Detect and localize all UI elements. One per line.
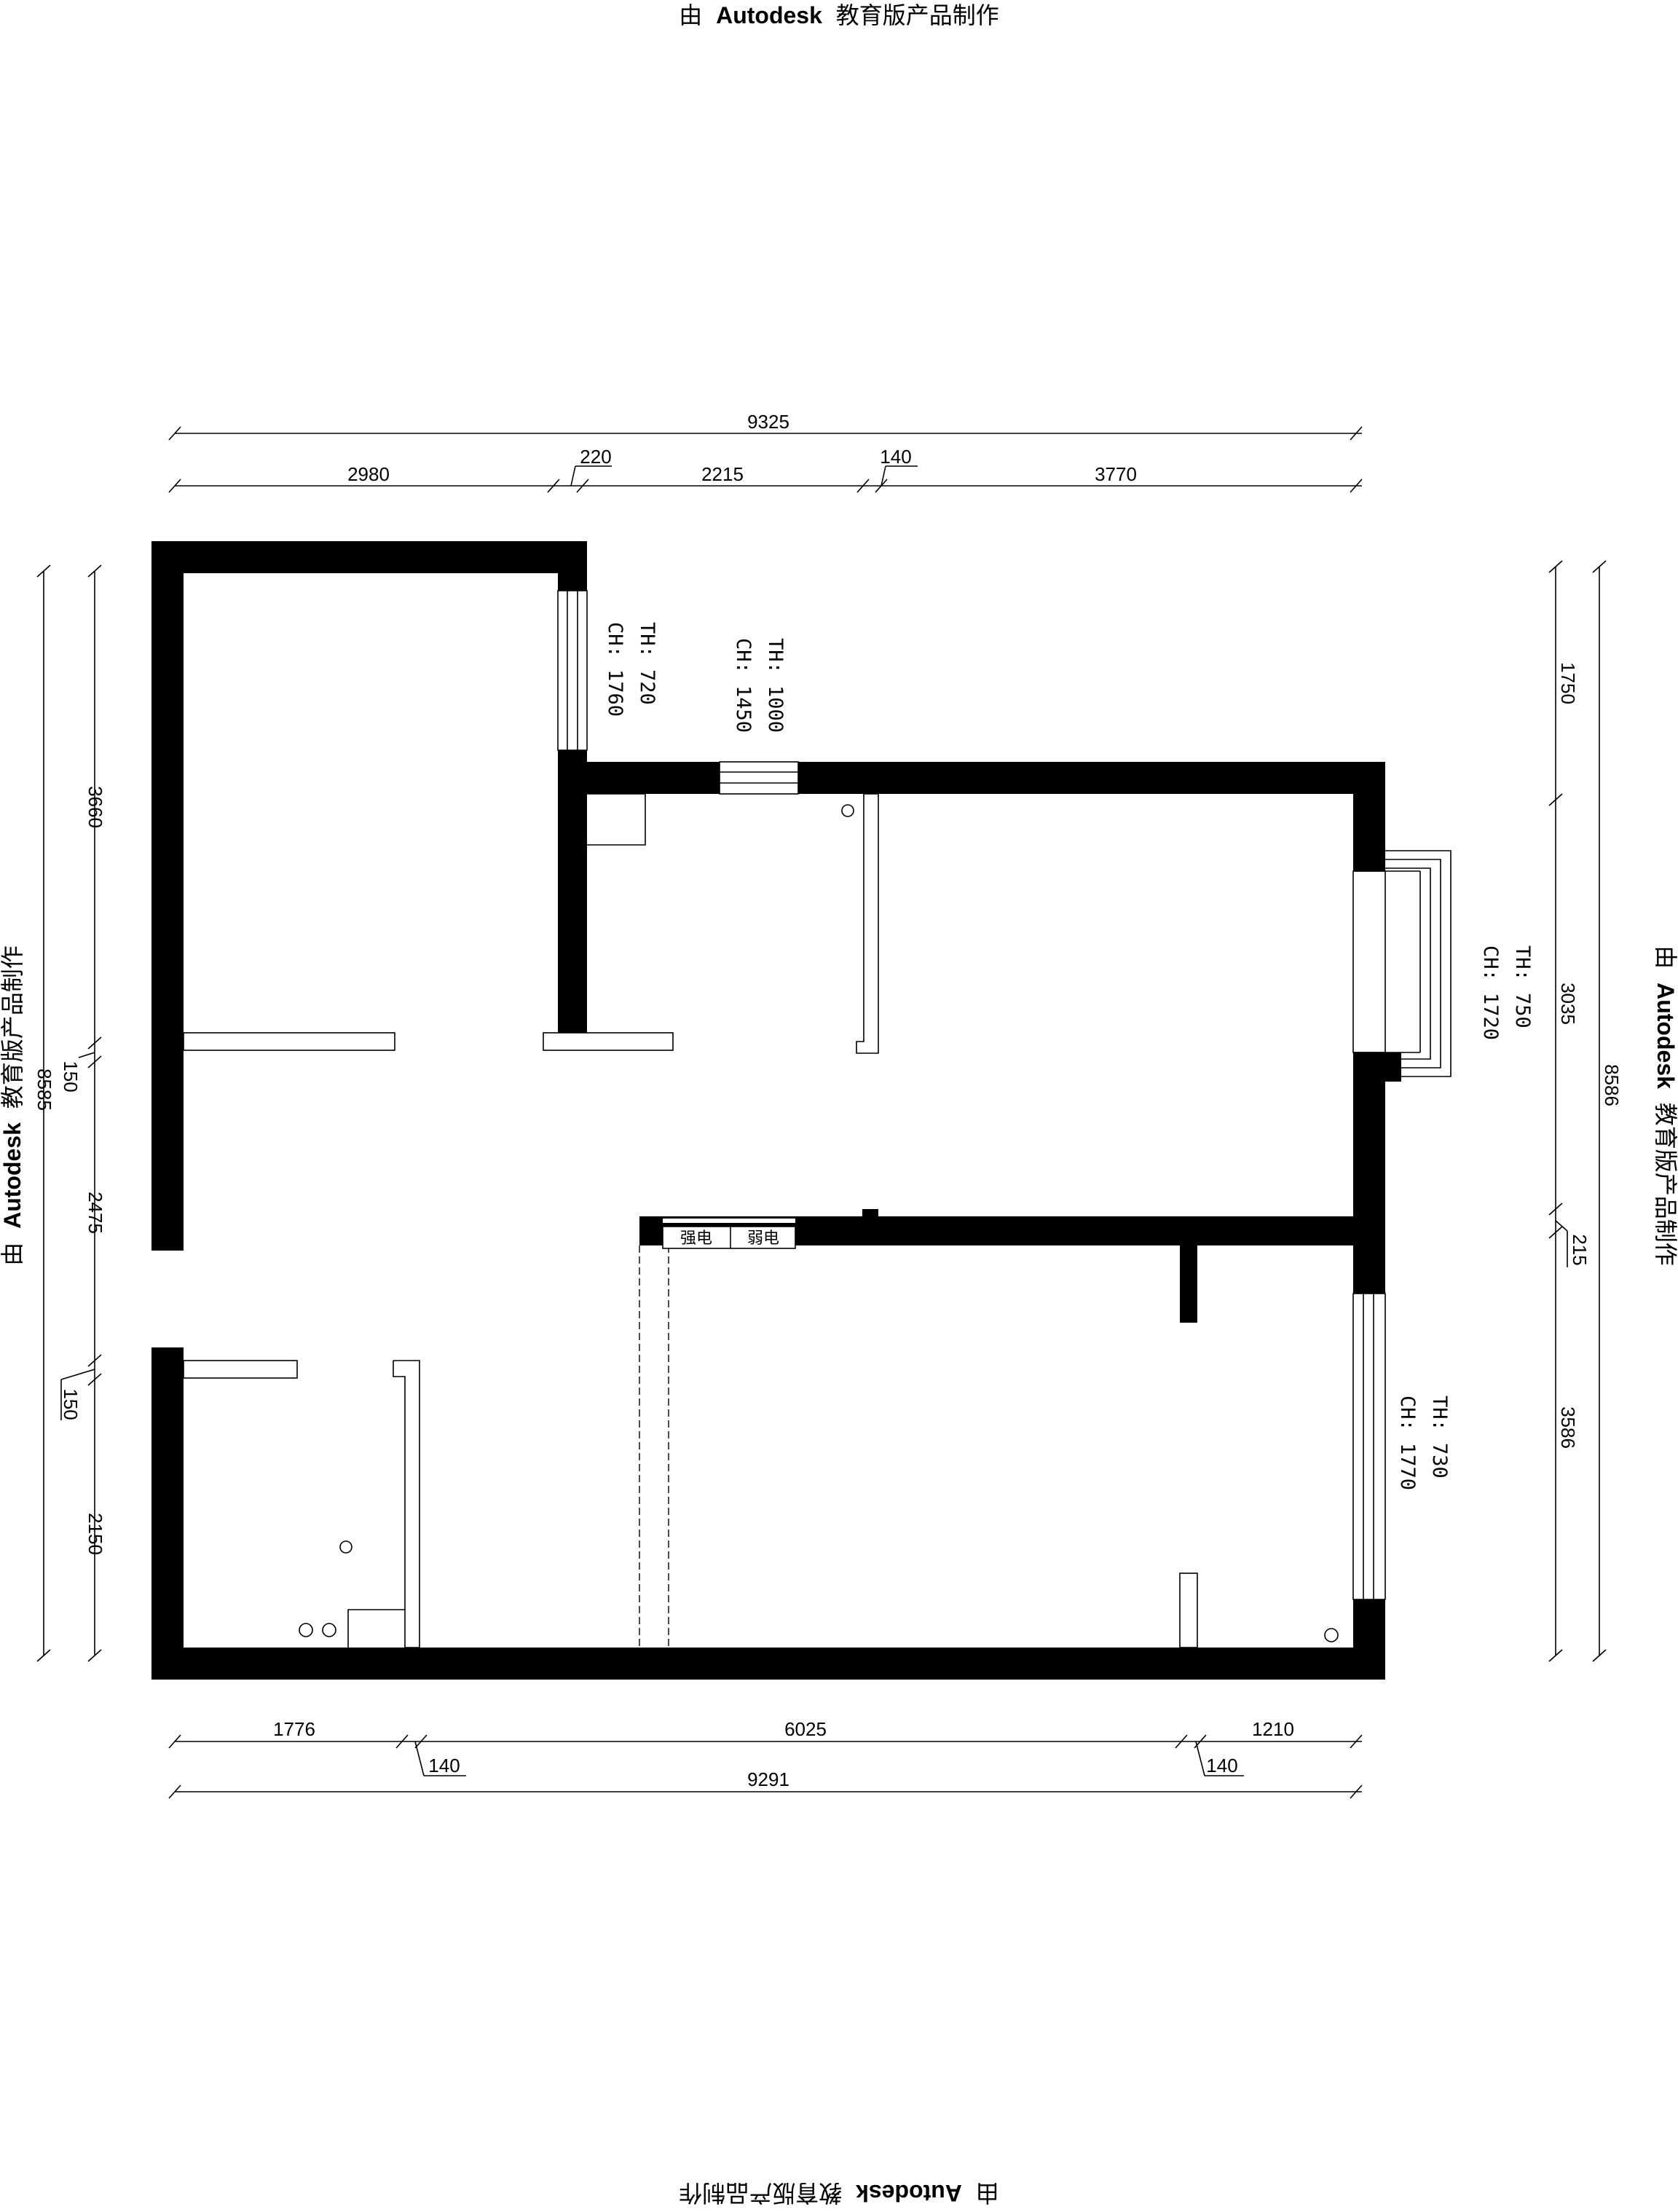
watermark-bottom: 由 Autodesk 教育版产品制作 <box>679 2180 999 2206</box>
dim-left-seg-3: 2475 <box>84 1192 106 1234</box>
svg-text:由 Autodesk 教育版产品制作: 由 Autodesk 教育版产品制作 <box>679 2180 999 2206</box>
walls <box>151 541 1401 1680</box>
dim-right-total: 8586 <box>1601 1064 1623 1106</box>
dim-top-seg-2: 220 <box>580 446 611 468</box>
dimension-right: 1750 3035 215 3586 8586 <box>1548 560 1623 1662</box>
watermark-right: 由 Autodesk 教育版产品制作 <box>1653 945 1678 1266</box>
dim-right-seg-4: 3586 <box>1557 1406 1579 1449</box>
watermark-left: 由 Autodesk 教育版产品制作 <box>0 945 25 1266</box>
svg-text:TH: 750: TH: 750 <box>1511 945 1534 1028</box>
dimension-top: 9325 2980 220 2215 140 3770 <box>168 411 1363 493</box>
dim-top-seg-4: 140 <box>880 446 911 468</box>
svg-text:CH: 1720: CH: 1720 <box>1479 945 1502 1040</box>
svg-text:CH: 1770: CH: 1770 <box>1396 1396 1419 1490</box>
svg-text:TH: 1000: TH: 1000 <box>764 638 787 733</box>
dim-left-seg-1: 3660 <box>84 786 106 828</box>
svg-text:CH: 1450: CH: 1450 <box>732 638 755 733</box>
dim-top-seg-1: 2980 <box>347 463 390 485</box>
svg-text:TH: 720: TH: 720 <box>636 622 658 705</box>
dim-bottom-offset-1: 140 <box>428 1755 460 1776</box>
dim-bottom-offset-2: 140 <box>1206 1755 1237 1776</box>
svg-text:CH: 1760: CH: 1760 <box>604 622 626 717</box>
window-left-room <box>557 590 588 751</box>
window-note-4: TH: 730 CH: 1770 <box>1396 1396 1451 1490</box>
dim-left-total: 8585 <box>34 1068 55 1111</box>
panel-weak-label: 弱电 <box>747 1229 779 1248</box>
svg-text:由 Autodesk 教育版产品制作: 由 Autodesk 教育版产品制作 <box>0 945 25 1266</box>
svg-text:TH: 730: TH: 730 <box>1428 1396 1451 1479</box>
dim-right-seg-3: 215 <box>1569 1234 1591 1265</box>
dim-right-seg-1: 1750 <box>1557 662 1579 704</box>
dim-left-seg-4: 150 <box>60 1388 82 1420</box>
dim-top-total: 9325 <box>747 411 789 433</box>
dim-bottom-seg-1: 1776 <box>273 1718 315 1740</box>
dimension-bottom: 1776 6025 1210 140 140 9291 <box>168 1718 1363 1799</box>
electric-panels: 强电 弱电 <box>662 1219 796 1249</box>
dim-left-seg-5: 2150 <box>84 1513 106 1555</box>
window-note-1: TH: 720 CH: 1760 <box>604 622 658 717</box>
panel-strong-label: 强电 <box>680 1229 712 1248</box>
watermark-top: 由 Autodesk 教育版产品制作 <box>679 2 999 28</box>
dim-bottom-total: 9291 <box>747 1768 789 1790</box>
fixtures <box>183 793 1339 1648</box>
dimension-left: 8585 3660 150 2475 150 2150 <box>34 564 106 1662</box>
dim-top-seg-3: 2215 <box>701 463 744 485</box>
window-bedroom-right <box>1352 1293 1386 1600</box>
window-note-2: TH: 1000 CH: 1450 <box>732 638 787 733</box>
dim-right-seg-2: 3035 <box>1557 983 1579 1025</box>
window-note-3: TH: 750 CH: 1720 <box>1479 945 1534 1040</box>
svg-text:由 Autodesk 教育版产品制作: 由 Autodesk 教育版产品制作 <box>1653 945 1678 1266</box>
dim-left-seg-2: 150 <box>60 1060 82 1092</box>
window-bay-right <box>1352 850 1451 1077</box>
window-kitchen-top <box>719 761 799 795</box>
dim-bottom-seg-2: 6025 <box>784 1718 827 1740</box>
dim-top-seg-5: 3770 <box>1095 463 1137 485</box>
dim-bottom-seg-3: 1210 <box>1252 1718 1294 1740</box>
